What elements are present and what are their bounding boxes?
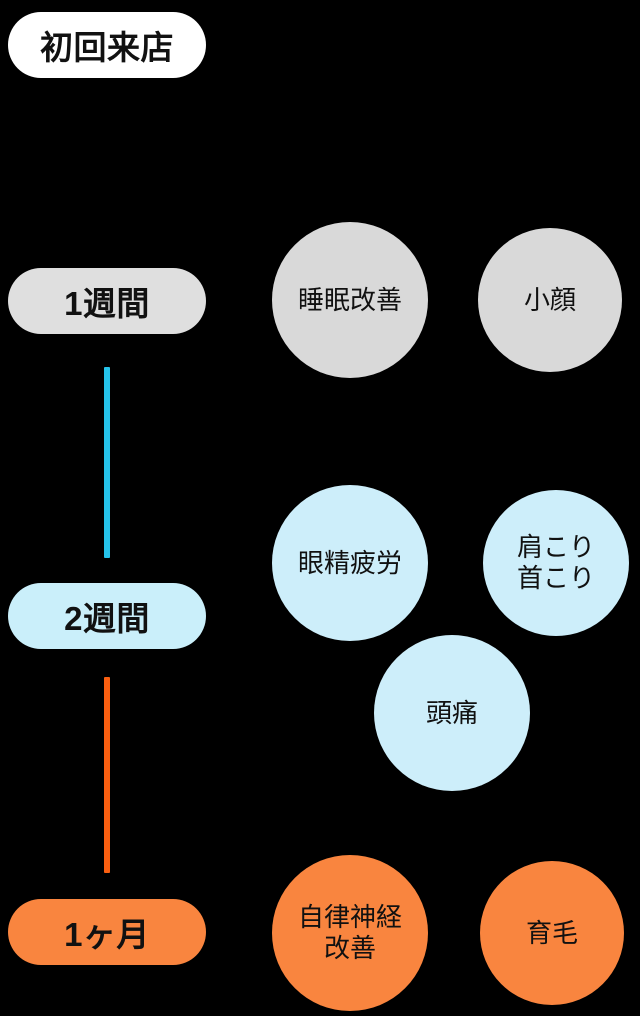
effect-bubble-label: 眼精疲労 [297, 547, 402, 578]
timeline-pill-week-2: 2週間 [8, 583, 206, 649]
timeline-pill-label: 2週間 [64, 600, 150, 637]
effect-bubble-label-line-1: 肩こり [516, 532, 595, 563]
timeline-pill-label: 1週間 [64, 285, 150, 322]
effect-bubble-label-line-2: 首こり [516, 563, 595, 593]
effect-bubble-label-line-1: 自律神経 [297, 902, 402, 933]
timeline-pill-label: 初回来店 [40, 29, 174, 66]
timeline-pill-month-1: 1ヶ月 [8, 899, 206, 965]
effect-bubble-label: 育毛 [525, 917, 578, 948]
effect-bubble-eye-strain: 眼精疲労 [272, 485, 428, 641]
timeline-pill-label: 1ヶ月 [64, 916, 150, 953]
timeline-pill-week-1: 1週間 [8, 268, 206, 334]
effect-bubble-label: 肩こり 首こり [511, 532, 601, 593]
effect-bubble-headache: 頭痛 [374, 635, 530, 791]
effect-bubble-hair-growth: 育毛 [480, 861, 624, 1005]
timeline-connector-week2-to-month1 [104, 677, 110, 873]
timeline-pill-initial-visit: 初回来店 [8, 12, 206, 78]
effect-bubble-label: 自律神経 改善 [292, 902, 408, 963]
effect-bubble-label-line-2: 改善 [323, 933, 376, 963]
effect-bubble-sleep-improvement: 睡眠改善 [272, 222, 428, 378]
effect-bubble-shoulder-neck-stiffness: 肩こり 首こり [483, 490, 629, 636]
effect-bubble-label: 睡眠改善 [297, 284, 402, 315]
effect-bubble-small-face: 小顔 [478, 228, 622, 372]
effect-bubble-autonomic-nerve-improvement: 自律神経 改善 [272, 855, 428, 1011]
effect-bubble-label: 頭痛 [425, 697, 478, 728]
effect-bubble-label: 小顔 [523, 284, 576, 315]
timeline-connector-week1-to-week2 [104, 367, 110, 558]
